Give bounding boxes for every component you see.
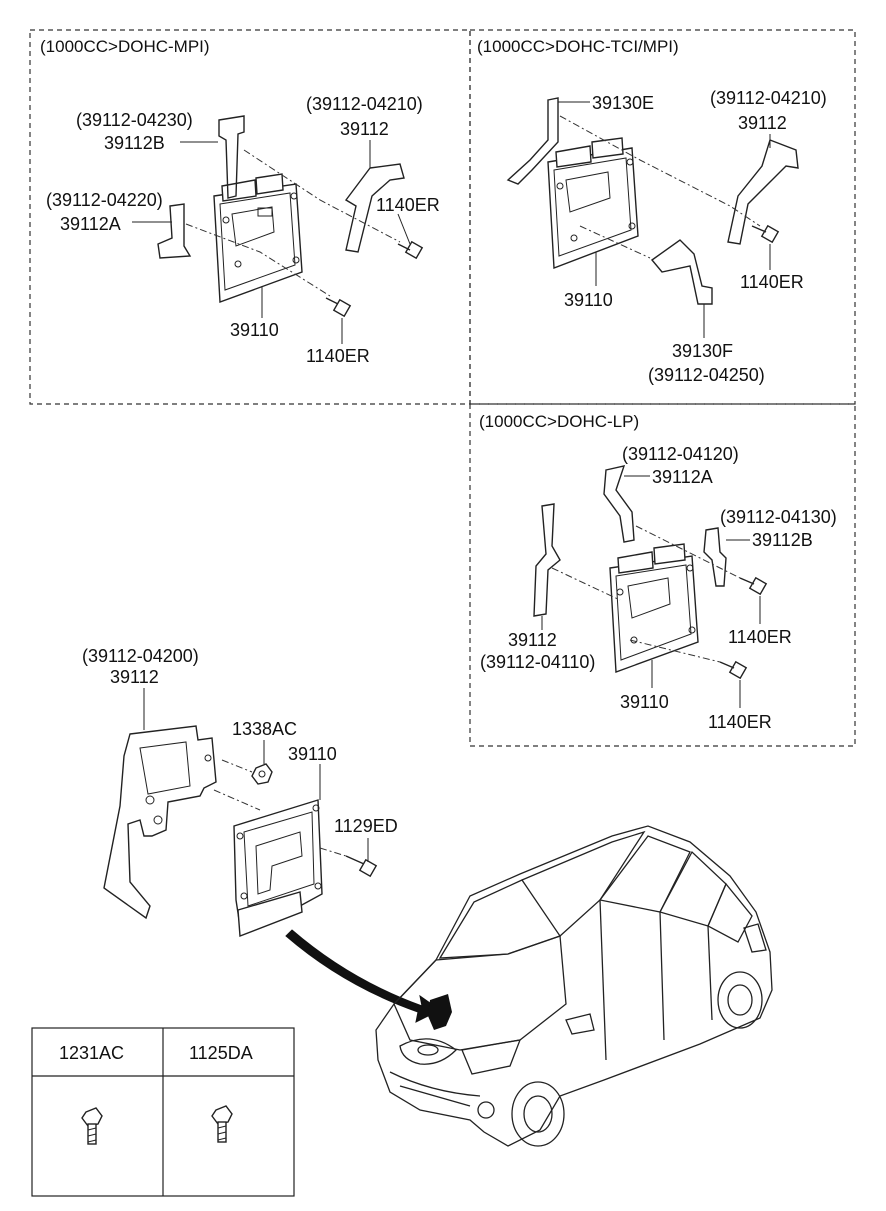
tci-ecu xyxy=(547,137,639,269)
label-lp-bolt-lower: 1140ER xyxy=(708,712,772,732)
fastener-table: 1231AC 1125DA xyxy=(31,1027,295,1197)
label-main-nut: 1338AC xyxy=(232,719,297,739)
section-title-mpi: (1000CC>DOHC-MPI) xyxy=(40,37,210,56)
label-lp-bolt-upper: 1140ER xyxy=(728,627,792,647)
label-tci-bracket: 39112 xyxy=(738,113,787,133)
label-tci-bracket-e: 39130E xyxy=(592,93,654,113)
lp-ecu xyxy=(609,543,699,673)
label-tci-bracket-code: (39112-04210) xyxy=(710,88,827,108)
table-header-1125da: 1125DA xyxy=(189,1043,253,1063)
label-lp-bracket: 39112 xyxy=(508,630,557,650)
tci-bracket-f xyxy=(650,239,713,305)
label-mpi-ecu: 39110 xyxy=(230,320,279,340)
label-tci-bolt: 1140ER xyxy=(740,272,804,292)
label-mpi-bolt-lower: 1140ER xyxy=(306,346,370,366)
main-ecu xyxy=(233,799,323,937)
tci-bracket-e xyxy=(506,97,559,185)
mpi-bracket-a xyxy=(157,203,192,259)
tci-assembly: 39130E (39112-04210) 39112 1140ER 39110 … xyxy=(506,88,827,385)
lp-bolt-lower xyxy=(719,660,748,680)
label-mpi-bracket-code: (39112-04210) xyxy=(306,94,423,114)
label-lp-bracket-a-code: (39112-04120) xyxy=(622,444,739,464)
label-mpi-bracket: 39112 xyxy=(340,119,389,139)
tci-bolt xyxy=(751,224,780,244)
lp-assembly: (39112-04120) 39112A (39112-04130) 39112… xyxy=(480,444,837,732)
section-box-mpi xyxy=(29,29,471,405)
table-header-1231ac: 1231AC xyxy=(59,1043,124,1063)
label-lp-bracket-a: 39112A xyxy=(652,467,713,487)
car-rear-wheel xyxy=(717,971,763,1029)
label-mpi-bracket-b-code: (39112-04230) xyxy=(76,110,193,130)
section-title-lp: (1000CC>DOHC-LP) xyxy=(479,412,639,431)
label-mpi-bracket-a: 39112A xyxy=(60,214,121,234)
mpi-assembly: (39112-04230) 39112B (39112-04220) 39112… xyxy=(46,94,440,366)
car-front-wheel xyxy=(511,1081,565,1147)
section-title-tci: (1000CC>DOHC-TCI/MPI) xyxy=(477,37,679,56)
label-lp-ecu: 39110 xyxy=(620,692,669,712)
car-logo xyxy=(417,1044,439,1056)
mpi-ecu xyxy=(213,173,303,303)
label-main-ecu: 39110 xyxy=(288,744,337,764)
mpi-bracket xyxy=(344,163,405,253)
mpi-bolt-lower xyxy=(325,297,352,318)
label-mpi-bolt-upper: 1140ER xyxy=(376,195,440,215)
tci-bracket xyxy=(727,139,799,245)
label-tci-ecu: 39110 xyxy=(564,290,613,310)
label-mpi-bracket-a-code: (39112-04220) xyxy=(46,190,163,210)
label-lp-bracket-b: 39112B xyxy=(752,530,813,550)
main-nut xyxy=(251,763,273,785)
label-lp-bracket-code: (39112-04110) xyxy=(480,652,595,672)
label-main-bolt: 1129ED xyxy=(334,816,398,836)
lp-bracket xyxy=(533,503,561,617)
screw-1231ac-icon xyxy=(81,1107,103,1145)
lp-bolt-upper xyxy=(739,576,768,596)
label-main-bracket-code: (39112-04200) xyxy=(82,646,199,666)
main-assembly: (39112-04200) 39112 1338AC 39110 1129ED xyxy=(82,646,441,1023)
lp-bracket-a xyxy=(603,465,635,543)
label-lp-bracket-b-code: (39112-04130) xyxy=(720,507,837,527)
location-arrow xyxy=(285,929,441,1023)
screw-1125da-icon xyxy=(211,1105,233,1143)
label-tci-bracket-f-code: (39112-04250) xyxy=(648,365,765,385)
lp-bracket-b xyxy=(703,527,727,587)
main-bracket xyxy=(103,725,217,920)
car-illustration xyxy=(375,825,773,1147)
label-mpi-bracket-b: 39112B xyxy=(104,133,165,153)
car-ecu-location xyxy=(428,994,452,1030)
mpi-bolt-upper xyxy=(397,240,424,260)
section-box-lp xyxy=(469,403,856,747)
section-box-tci xyxy=(469,29,856,405)
label-main-bracket: 39112 xyxy=(110,667,159,687)
mpi-bracket-b xyxy=(218,115,245,199)
main-bolt xyxy=(345,855,378,878)
label-tci-bracket-f: 39130F xyxy=(672,341,733,361)
